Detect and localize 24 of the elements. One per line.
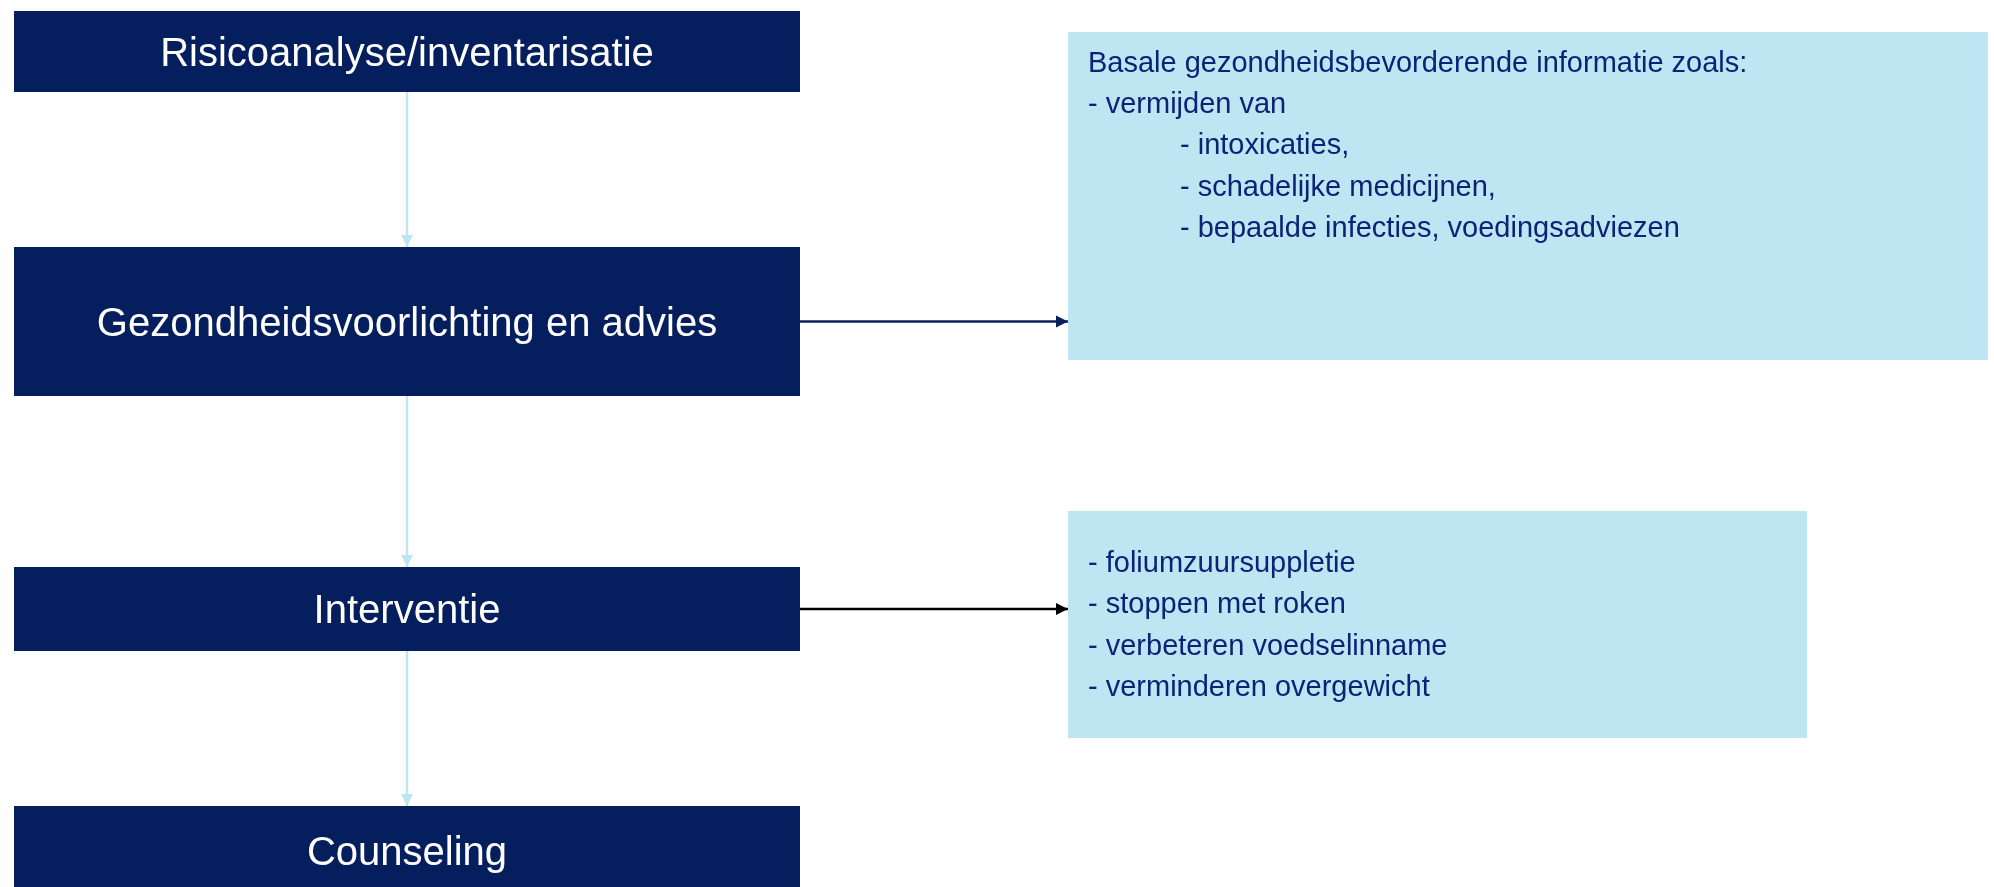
process-box bbox=[14, 247, 800, 396]
arrow bbox=[800, 602, 1068, 616]
list-item: - intoxicaties, bbox=[1179, 127, 1351, 163]
arrow bbox=[400, 651, 414, 806]
info-box bbox=[1068, 511, 1807, 738]
box-label: Gezondheidsvoorlichting en advies bbox=[96, 298, 718, 346]
list-item: - verminderen overgewicht bbox=[1088, 668, 1431, 704]
process-box bbox=[14, 11, 800, 92]
list-item: - stoppen met roken bbox=[1088, 586, 1347, 622]
list-item: - vermijden van bbox=[1088, 86, 1288, 122]
process-box bbox=[14, 806, 800, 887]
arrow bbox=[800, 315, 1068, 328]
arrow bbox=[400, 92, 414, 247]
list-item: - schadelijke medicijnen, bbox=[1179, 168, 1497, 204]
list-item: Basale gezondheidsbevorderende informatie zoals: bbox=[1088, 45, 1749, 80]
info-box bbox=[1068, 32, 1988, 360]
list-item: - verbeteren voedselinname bbox=[1088, 627, 1449, 663]
box-label: Counseling bbox=[306, 828, 508, 875]
process-box bbox=[14, 567, 800, 651]
list-item: - bepaalde infecties, voedingsadviezen bbox=[1179, 209, 1681, 245]
list-item: - foliumzuursuppletie bbox=[1088, 545, 1357, 581]
arrow bbox=[400, 396, 414, 567]
box-label: Risicoanalyse/inventarisatie bbox=[160, 28, 654, 76]
box-label: Interventie bbox=[313, 586, 501, 633]
